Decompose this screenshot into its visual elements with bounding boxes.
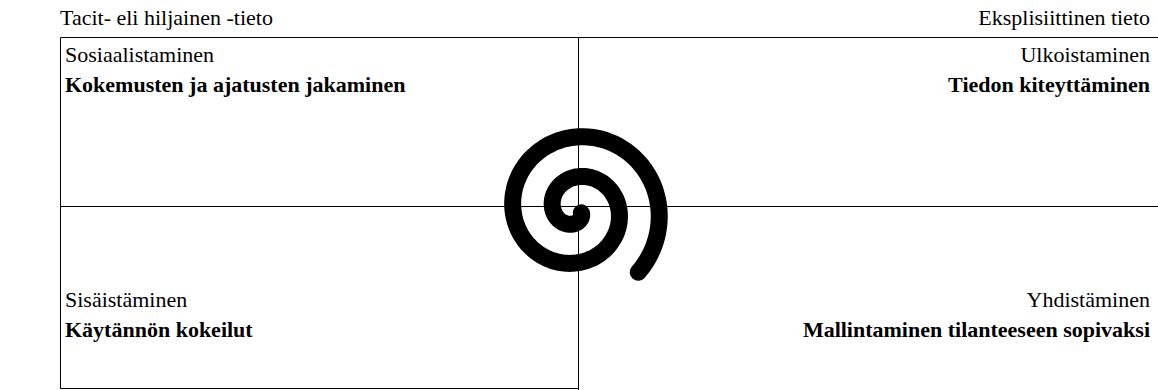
quadrant-cell: YhdistäminenMallintaminen tilanteeseen s… [579,207,1158,390]
table-grid [61,38,1158,390]
quadrant-body: Kokemusten ja ajatusten jakaminen [65,72,570,98]
quadrant-body: Mallintaminen tilanteeseen sopivaksi [583,317,1150,343]
quadrant-body: Käytännön kokeilut [65,317,570,343]
axis-label: Eksplisiittinen tieto [978,5,1150,31]
quadrant-body: Tiedon kiteyttäminen [583,72,1150,98]
quadrant-heading: Sosiaalistaminen [65,42,570,68]
quadrant-cell: SisäistäminenKäytännön kokeilut [61,207,578,388]
knowledge-spiral [513,137,660,273]
quadrant-heading: Yhdistäminen [583,287,1150,313]
axis-label: Tacit- eli hiljainen -tieto [60,5,273,31]
table-bottom-line [61,388,579,389]
quadrant-cell: UlkoistaminenTiedon kiteyttäminen [579,38,1158,206]
quadrant-cell: SosiaalistaminenKokemusten ja ajatusten … [61,38,578,206]
quadrant-heading: Ulkoistaminen [583,42,1150,68]
table-left-line [60,38,61,389]
table-middle-line [61,206,1158,207]
table-top-line [61,37,1158,38]
quadrant-heading: Sisäistäminen [65,287,570,313]
